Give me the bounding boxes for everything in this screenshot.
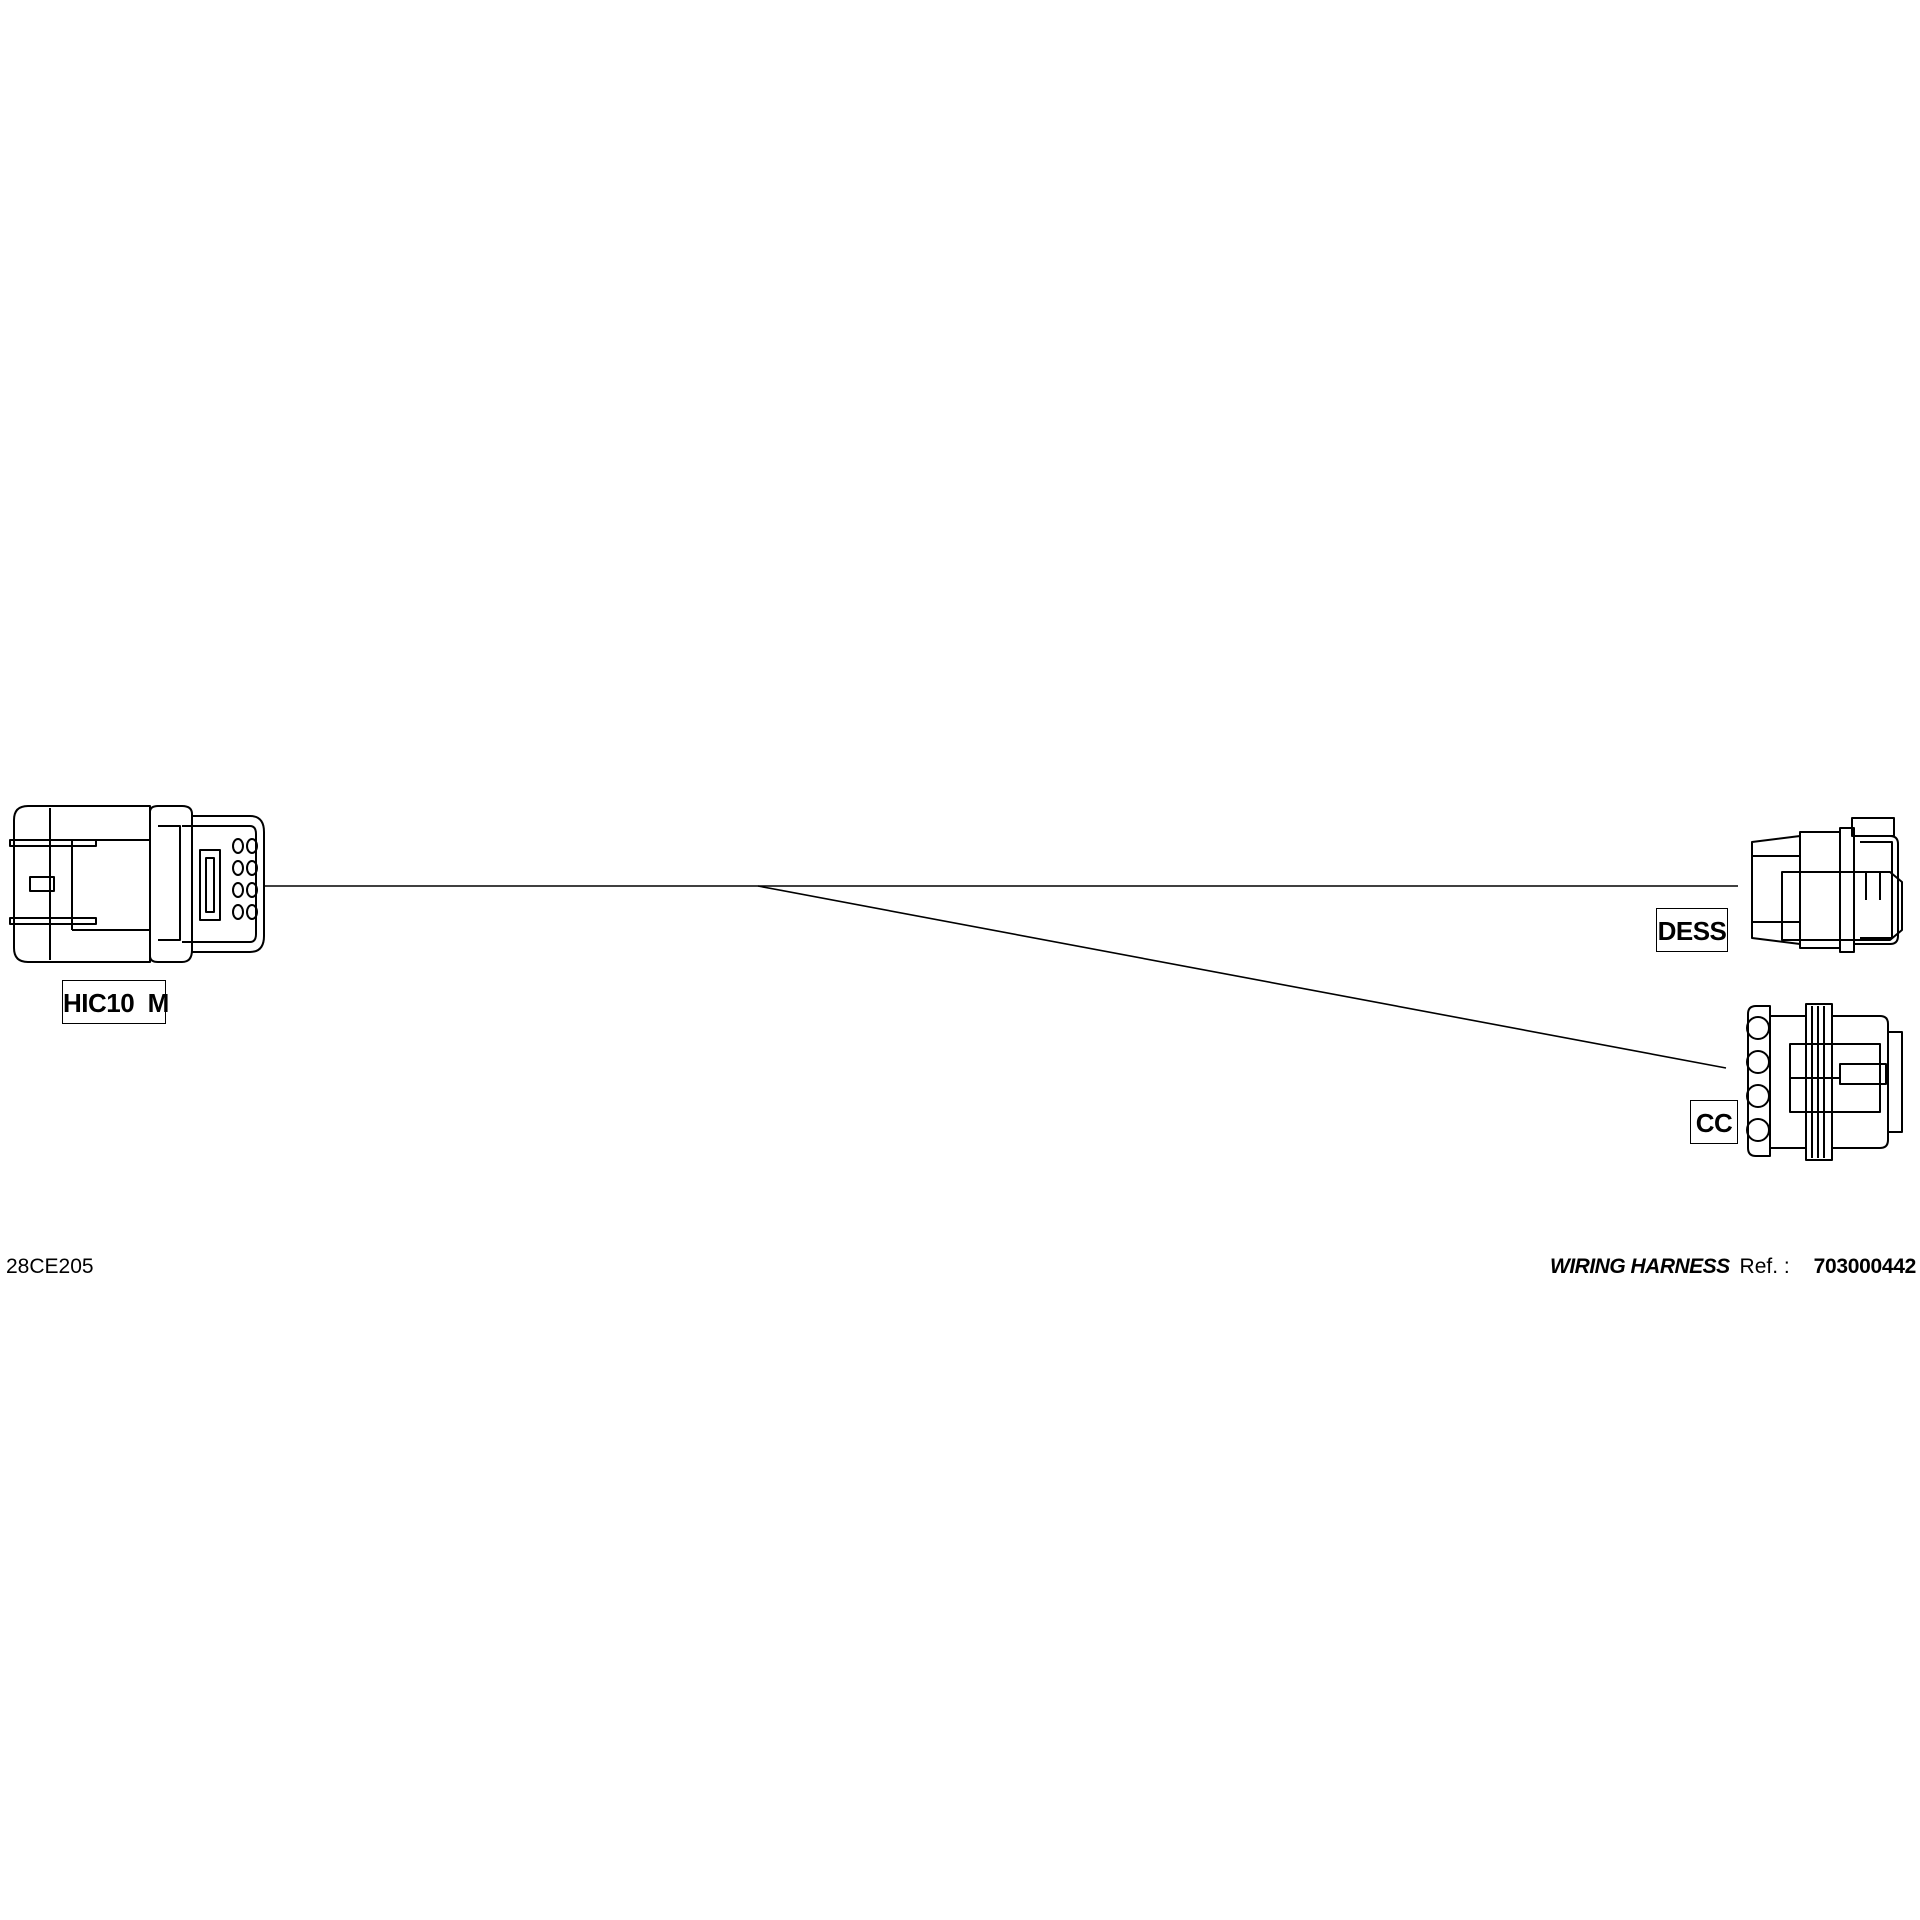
cc-label: CC <box>1690 1100 1738 1144</box>
wire-branch <box>757 885 1727 1069</box>
ref-label: Ref. : <box>1739 1255 1790 1278</box>
dess-connector-drawing <box>1751 817 1903 953</box>
cc-connector-drawing <box>1746 1003 1903 1161</box>
hic10m-label: HIC10 M <box>62 980 169 1024</box>
hic10m-connector-drawing <box>9 805 265 963</box>
dess-label: DESS <box>1656 908 1728 952</box>
title-block: WIRING HARNESS Ref. : 703000442 <box>1550 1254 1916 1280</box>
drawing-id: 28CE205 <box>6 1255 94 1278</box>
ref-number: 703000442 <box>1813 1255 1917 1278</box>
harness-title: WIRING HARNESS <box>1550 1255 1730 1278</box>
